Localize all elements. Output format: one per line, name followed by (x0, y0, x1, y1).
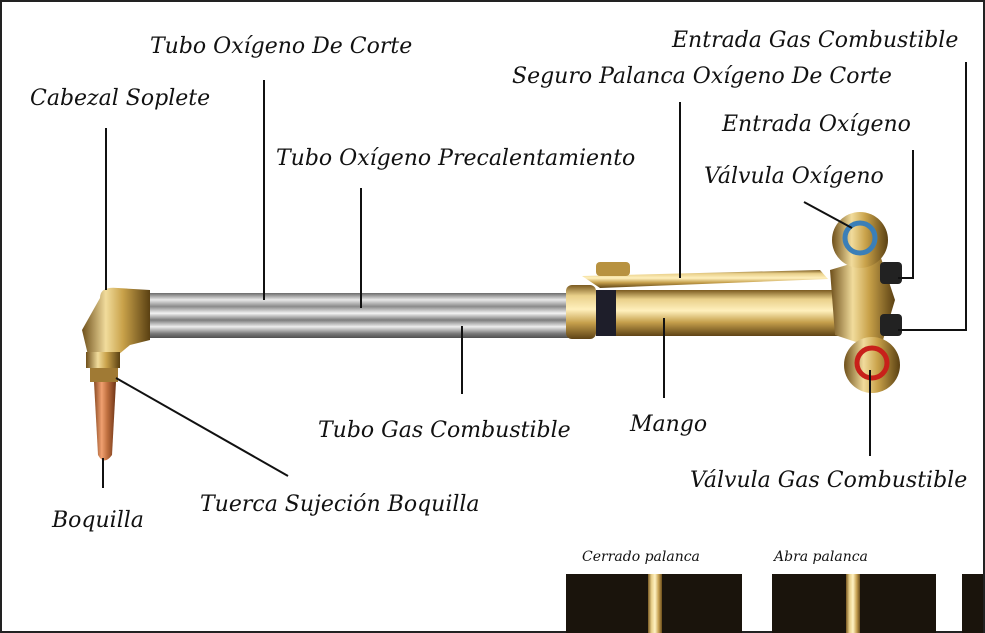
label-mango: Mango (630, 414, 707, 436)
label-tuerca: Tuerca Sujeción Boquilla (200, 494, 480, 516)
torch-head (82, 288, 150, 355)
label-valvula-oxigeno: Válvula Oxígeno (704, 166, 884, 188)
oxygen-inlet (880, 262, 902, 284)
label-entrada-oxigeno: Entrada Oxígeno (722, 114, 911, 136)
lever-clip (596, 262, 630, 276)
gas-valve-knob (844, 337, 900, 393)
label-boquilla: Boquilla (52, 510, 144, 532)
label-entrada-gas: Entrada Gas Combustible (672, 30, 958, 52)
inset-cerrado-photo (566, 574, 742, 633)
label-tubo-precalentamiento: Tubo Oxígeno Precalentamiento (276, 148, 635, 170)
handle-band (596, 290, 618, 336)
head-nut (86, 352, 120, 368)
oxygen-valve-knob (832, 212, 888, 268)
label-valvula-gas: Válvula Gas Combustible (690, 470, 967, 492)
label-cerrado-palanca: Cerrado palanca (582, 550, 700, 564)
label-seguro-palanca: Seguro Palanca Oxígeno De Corte (512, 66, 892, 88)
handle-body (616, 290, 838, 336)
label-tubo-oxigeno-corte: Tubo Oxígeno De Corte (150, 36, 412, 58)
tip-nut (90, 368, 118, 382)
copper-tip (94, 382, 116, 461)
handle-front-collar (566, 285, 596, 339)
label-cabezal: Cabezal Soplete (30, 88, 210, 110)
label-tubo-gas: Tubo Gas Combustible (318, 420, 571, 442)
inset-abra-photo (772, 574, 936, 633)
inset-third-photo (962, 574, 983, 633)
gas-inlet (880, 314, 902, 336)
label-abra-palanca: Abra palanca (774, 550, 868, 564)
